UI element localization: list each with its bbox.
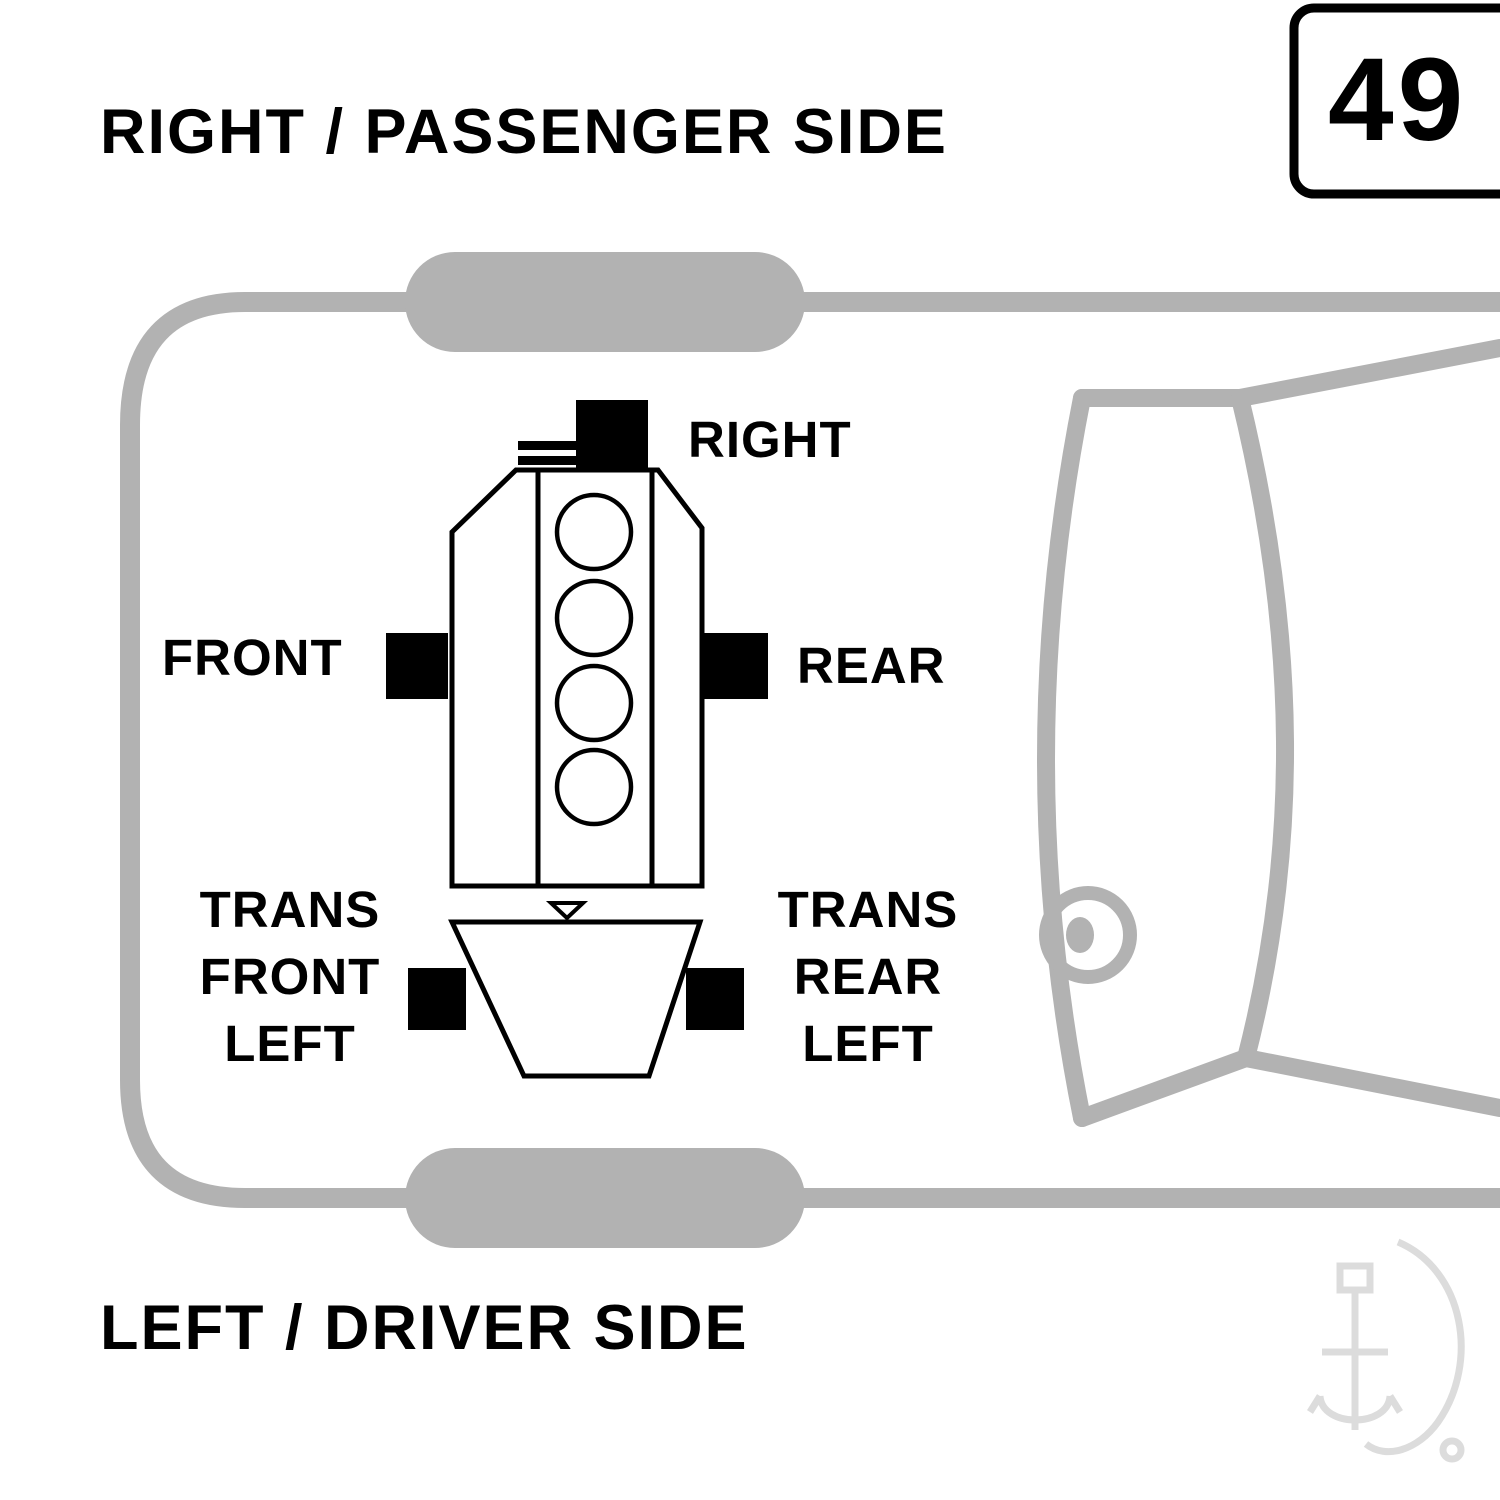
bottom-side-title: LEFT / DRIVER SIDE [100, 1293, 749, 1363]
cylinder-4 [554, 747, 634, 827]
transmission-input-detail [545, 901, 589, 921]
tire-bar-bottom [405, 1148, 805, 1248]
label-engine-mount-rear: REAR [797, 637, 946, 694]
page-number: 49 [1328, 34, 1468, 166]
trans-mount-rear-left [686, 968, 744, 1030]
cabin-arc-left [1037, 389, 1091, 1127]
cylinder-3 [554, 663, 634, 743]
steering-column-circle [1039, 886, 1137, 984]
cowl-bottom-line [1073, 1049, 1255, 1127]
mount-bolt-line-2 [518, 456, 580, 465]
label-engine-mount-front: FRONT [162, 629, 343, 686]
cabin-arc-right [1231, 389, 1294, 1067]
label-engine-mount-right: RIGHT [688, 411, 852, 468]
brand-watermark-logo [1307, 1238, 1465, 1463]
label-line: FRONT [199, 948, 381, 1005]
cylinder-1 [554, 492, 634, 572]
label-trans-mount-rear-left: TRANS REAR LEFT [753, 876, 983, 1077]
label-line: TRANS [777, 881, 959, 938]
label-line: LEFT [224, 1015, 356, 1072]
tire-bar-top [405, 252, 805, 352]
top-side-title: RIGHT / PASSENGER SIDE [100, 97, 948, 167]
steering-column-dot [1066, 917, 1094, 953]
label-line: REAR [793, 948, 943, 1005]
trans-mount-front-left [408, 968, 466, 1030]
label-line: TRANS [199, 881, 381, 938]
cylinder-2 [554, 578, 634, 658]
label-trans-mount-front-left: TRANS FRONT LEFT [175, 876, 405, 1077]
windshield-top-diagonal [1231, 339, 1500, 407]
engine-mount-front [386, 633, 448, 699]
car-body-outline [120, 292, 1500, 1208]
windshield-bottom-diagonal [1237, 1049, 1500, 1117]
engine-mount-rear [704, 633, 768, 699]
label-line: LEFT [802, 1015, 934, 1072]
engine-mount-right [576, 400, 648, 470]
page-number-box [1289, 3, 1500, 199]
transmission-body [448, 919, 704, 1079]
mount-bolt-line-1 [518, 441, 580, 450]
